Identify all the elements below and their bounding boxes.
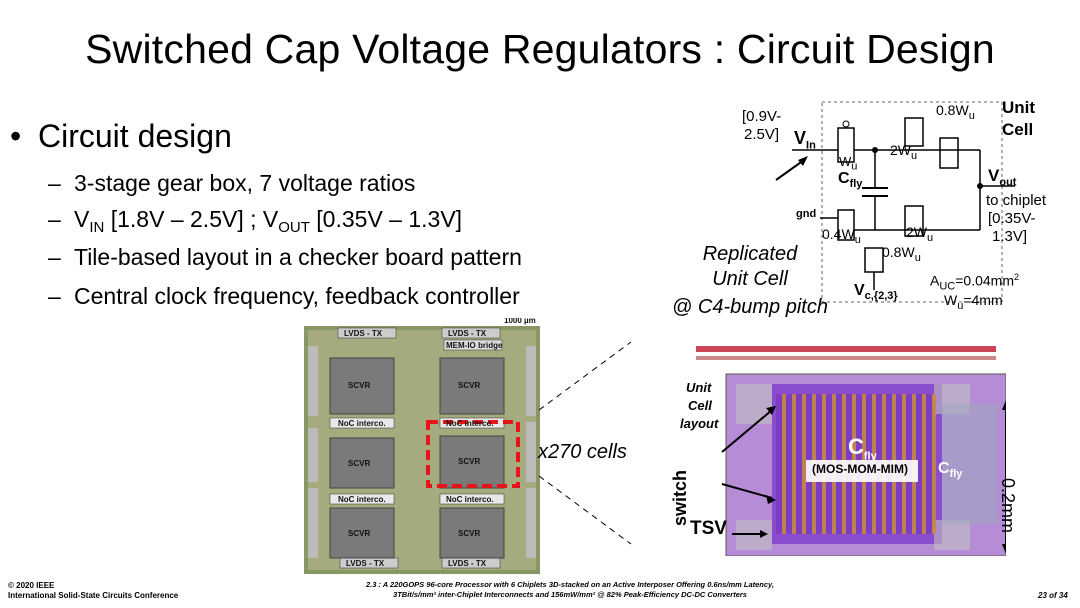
unit-cell-schematic: [0.9V- 2.5V] VIn Unit Cell Wu 0.8Wu 2Wu … <box>740 98 1070 320</box>
svg-text:1000 µm: 1000 µm <box>504 318 536 325</box>
svg-text:LVDS - TX: LVDS - TX <box>448 329 487 338</box>
die-micrograph: 1000 µm LVDS - TX LVDS - TX LVDS - TX LV… <box>304 316 540 574</box>
x270-cells-caption: x270 cells <box>538 441 627 463</box>
footer-left: © 2020 IEEE International Solid-State Ci… <box>8 581 178 601</box>
bullet-circuit-design: Circuit design <box>38 118 232 154</box>
subbullet-clock: –Central clock frequency, feedback contr… <box>48 283 520 309</box>
svg-text:NoC interco.: NoC interco. <box>446 495 494 504</box>
w2-label: 2Wu <box>890 142 918 162</box>
svg-text:MEM-IO bridge: MEM-IO bridge <box>446 341 503 350</box>
svg-text:NoC interco.: NoC interco. <box>446 419 494 428</box>
svg-text:SCVR: SCVR <box>348 529 370 538</box>
svg-text:NoC interco.: NoC interco. <box>338 419 386 428</box>
cfly-label: Cfly <box>838 170 863 191</box>
w08-label: 0.8Wu <box>936 102 975 122</box>
footer-copyright: © 2020 IEEE <box>8 581 55 590</box>
wu-value-label: Wu=4mm <box>944 292 1003 312</box>
cfly-layout-label: Cfly <box>848 434 877 463</box>
gnd-label: gnd <box>796 208 817 220</box>
vin-range-1: [0.9V- <box>742 108 782 125</box>
schematic-lines <box>775 101 1015 303</box>
w08b-label: 0.8Wu <box>882 244 921 264</box>
vout-range-2: 1.3V] <box>992 228 1028 245</box>
subbullet-tile-layout: –Tile-based layout in a checker board pa… <box>48 244 522 270</box>
unit-cell-layout-label-1: Unit <box>686 380 712 395</box>
cfly2-layout-label: Cfly <box>938 460 963 481</box>
dim-label: 0.2mm <box>998 478 1018 534</box>
to-chiplet: to chiplet <box>986 192 1047 209</box>
vin-range-2: 2.5V] <box>744 126 780 143</box>
unit-label: Unit <box>1002 98 1036 117</box>
replicated-caption-3: @ C4-bump pitch <box>672 296 828 318</box>
unit-cell-layout-label-3: layout <box>680 416 719 431</box>
svg-text:SCVR: SCVR <box>458 457 480 466</box>
svg-text:SCVR: SCVR <box>458 381 480 390</box>
die-svg: 1000 µm LVDS - TX LVDS - TX LVDS - TX LV… <box>304 316 540 574</box>
svg-text:NoC interco.: NoC interco. <box>338 495 386 504</box>
tsv-label: TSV <box>690 518 727 539</box>
subbullet-gearbox: –3-stage gear box, 7 voltage ratios <box>48 170 416 196</box>
w2b-label: 2Wu <box>906 224 934 244</box>
switch-label: switch <box>670 469 690 526</box>
vc-label: Vc,{2,3} <box>854 282 898 303</box>
svg-text:LVDS - TX: LVDS - TX <box>448 559 487 568</box>
mosmom-label: (MOS-MOM-MIM) <box>812 462 908 476</box>
page-number: 23 of 34 <box>1038 591 1068 600</box>
wu-label: Wu <box>839 154 858 173</box>
vout-label: Vout <box>988 166 1017 189</box>
w04-label: 0.4Wu <box>822 226 861 246</box>
slide-title: Switched Cap Voltage Regulators : Circui… <box>85 26 995 72</box>
svg-text:LVDS - TX: LVDS - TX <box>344 329 383 338</box>
svg-text:LVDS - TX: LVDS - TX <box>346 559 385 568</box>
footer-conference: International Solid-State Circuits Confe… <box>8 591 179 600</box>
auc-label: AUC=0.04mm2 <box>930 272 1019 293</box>
replicated-caption-2: Unit Cell <box>712 268 788 290</box>
svg-text:SCVR: SCVR <box>348 381 370 390</box>
zoom-lines <box>538 341 632 545</box>
footer-center: 2.3 : A 220GOPS 96-core Processor with 6… <box>270 580 870 600</box>
subbullet-voltages: –VIN [1.8V – 2.5V] ; VOUT [0.35V – 1.3V] <box>48 206 463 236</box>
vin-label: VIn <box>794 128 816 152</box>
unit-cell-layout-label-2: Cell <box>688 398 712 413</box>
bullet-dot: • <box>10 118 22 154</box>
footer-paper-line-1: 2.3 : A 220GOPS 96-core Processor with 6… <box>365 580 775 589</box>
cell-label: Cell <box>1002 120 1034 139</box>
svg-text:SCVR: SCVR <box>348 459 370 468</box>
replicated-caption-1: Replicated <box>702 243 798 265</box>
svg-text:SCVR: SCVR <box>458 529 480 538</box>
unit-cell-layout: Unit Cell layout Cfly (MOS-MOM-MIM) Cfly… <box>670 344 1018 557</box>
vout-range-1: [0.35V- <box>988 210 1036 227</box>
footer-paper-line-2: 3TBit/s/mm² inter-Chiplet Interconnects … <box>393 590 747 599</box>
